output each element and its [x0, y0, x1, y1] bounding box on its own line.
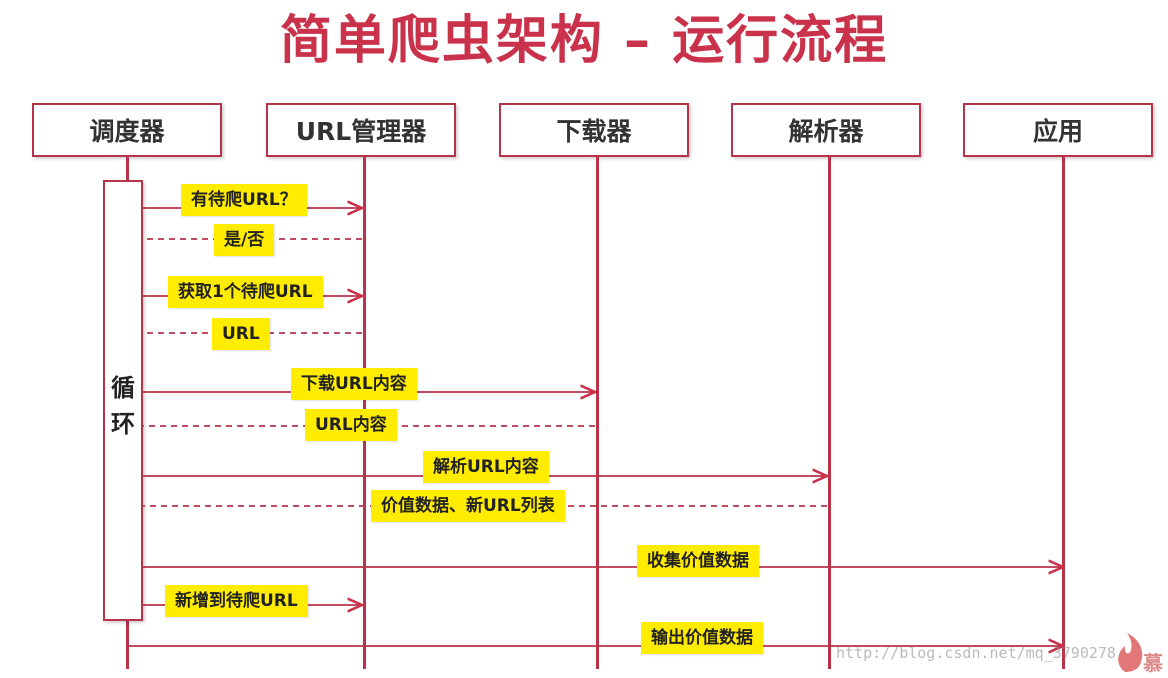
message-label-download: 下载URL内容 — [291, 368, 417, 400]
message-label-parse: 解析URL内容 — [423, 451, 549, 483]
actor-url-manager: URL管理器 — [266, 103, 456, 157]
message-label-add-url: 新增到待爬URL — [165, 585, 308, 617]
message-label-value-data: 价值数据、新URL列表 — [371, 490, 565, 522]
actor-downloader-label: 下载器 — [556, 117, 632, 146]
lifeline-application — [1062, 157, 1065, 669]
message-label-get-url: 获取1个待爬URL — [168, 276, 323, 308]
loop-label-char-2: 环 — [111, 410, 135, 438]
actor-scheduler: 调度器 — [32, 103, 222, 157]
loop-activation-box — [103, 180, 143, 621]
loop-label-char-1: 循 — [111, 374, 135, 402]
message-label-url: URL — [212, 318, 270, 350]
loop-label: 循 环 — [103, 370, 143, 442]
lifeline-downloader — [596, 157, 599, 669]
diagram-title: 简单爬虫架构 – 运行流程 — [279, 11, 889, 71]
actor-url-manager-label: URL管理器 — [295, 117, 427, 146]
actor-downloader: 下载器 — [499, 103, 689, 157]
flame-logo-icon: 慕 — [1113, 632, 1163, 678]
actor-parser-label: 解析器 — [788, 117, 864, 146]
actor-scheduler-label: 调度器 — [89, 117, 165, 146]
message-label-output: 输出价值数据 — [641, 622, 763, 654]
message-label-yes-no: 是/否 — [214, 224, 275, 256]
watermark-text: http://blog.csdn.net/mq_3790278 — [836, 644, 1116, 662]
message-label-has-url: 有待爬URL？ — [181, 184, 307, 216]
actor-application-label: 应用 — [1032, 117, 1083, 146]
message-label-collect: 收集价值数据 — [637, 545, 759, 577]
lifeline-parser — [828, 157, 831, 669]
message-label-url-content: URL内容 — [305, 409, 397, 441]
svg-text:慕: 慕 — [1143, 651, 1163, 674]
actor-application: 应用 — [963, 103, 1153, 157]
actor-parser: 解析器 — [731, 103, 921, 157]
